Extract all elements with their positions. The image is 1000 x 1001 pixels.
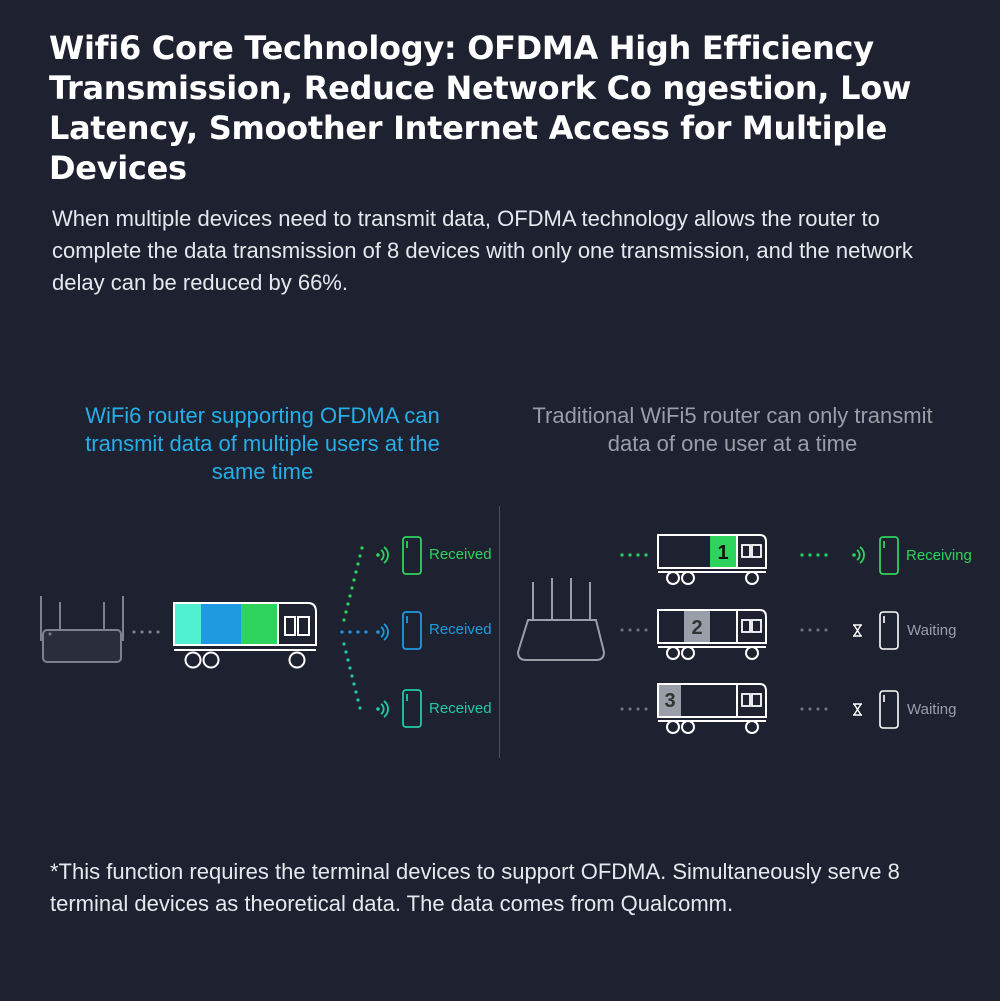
truck-number-1: 1 [717, 542, 728, 564]
wifi6-device-1 [376, 536, 422, 575]
wifi5-status-1: Receiving [906, 547, 972, 564]
wifi6-status-1: Received [429, 546, 492, 563]
wifi6-status-2: Received [429, 621, 492, 638]
wifi5-caption: Traditional WiFi5 router can only transm… [532, 403, 933, 456]
wifi5-truck-1 [657, 534, 767, 585]
wifi5-device-3 [879, 690, 899, 729]
section-divider [499, 506, 500, 758]
footnote: *This function requires the terminal dev… [50, 859, 900, 916]
wifi6-router-icon [40, 596, 124, 663]
wifi6-device-2 [376, 611, 422, 650]
page-title: Wifi6 Core Technology: OFDMA High Effici… [49, 29, 912, 187]
wifi-signal-icon [376, 700, 389, 718]
phone-icon [402, 689, 422, 728]
wifi5-status-3: Waiting [907, 701, 957, 718]
phone-icon [879, 536, 899, 575]
intro-text: When multiple devices need to transmit d… [52, 206, 913, 295]
hourglass-icon [853, 624, 862, 637]
phone-icon [879, 690, 899, 729]
wifi5-row-3 [620, 683, 899, 734]
wifi-signal-icon [376, 623, 389, 641]
truck-segment-3 [241, 603, 278, 645]
phone-icon [879, 611, 899, 650]
wifi6-status-3: Received [429, 700, 492, 717]
wifi6-router-dots [132, 630, 160, 634]
truck-number-2: 2 [691, 617, 702, 639]
wifi5-truck-3 [657, 683, 767, 734]
wifi5-router-icon [516, 578, 606, 661]
wifi-signal-icon [376, 546, 389, 564]
phone-icon [402, 611, 422, 650]
wifi5-row-1 [620, 534, 899, 585]
truck-number-3: 3 [664, 690, 675, 712]
wifi5-row-2 [620, 609, 899, 660]
truck-segment-2 [201, 603, 241, 645]
wifi6-device-3 [376, 689, 422, 728]
wifi6-fanout-dots [340, 546, 368, 710]
wifi6-truck [173, 602, 317, 669]
wifi-signal-icon [852, 546, 865, 564]
phone-icon [402, 536, 422, 575]
wifi5-device-2 [879, 611, 899, 650]
wifi5-status-2: Waiting [907, 622, 957, 639]
hourglass-icon [853, 703, 862, 716]
wifi5-truck-2 [657, 609, 767, 660]
truck-segment-1 [174, 603, 201, 645]
wifi5-device-1 [852, 536, 899, 575]
wifi6-caption: WiFi6 router supporting OFDMA can transm… [85, 403, 440, 484]
